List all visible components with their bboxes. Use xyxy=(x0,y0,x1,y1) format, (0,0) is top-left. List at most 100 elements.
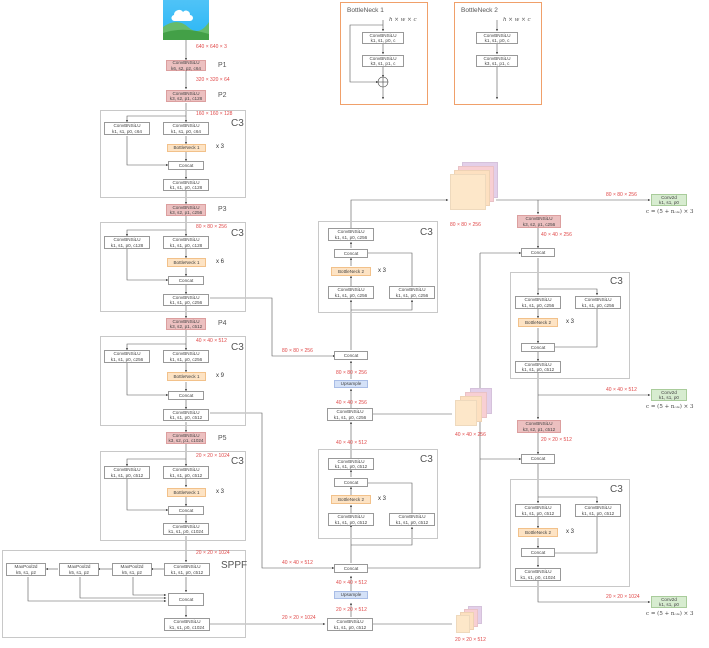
c3-block-3-label: C3 xyxy=(231,342,244,353)
neck-dim-40-256: 40 × 40 × 256 xyxy=(336,400,367,406)
neck-dim-80-256-a: 80 × 80 × 256 xyxy=(336,370,367,376)
head-c3b-bottleneck: BottleNeck 2 xyxy=(518,528,558,537)
c3-4-bottleneck: BottleNeck 1 xyxy=(167,488,206,497)
c3-1-concat: Concat xyxy=(168,161,204,170)
neck-upsample-1: Upsample xyxy=(334,591,368,599)
c3-block-1-label: C3 xyxy=(231,118,244,129)
neck-c3b-repeat: x 3 xyxy=(378,496,387,502)
out80-dim: 80 × 80 × 256 xyxy=(606,192,637,198)
out20-formula: c = (5 + nₒₗₛ) × 3 xyxy=(646,611,694,617)
head-concat-1: Concat xyxy=(521,248,555,257)
p4-label: P4 xyxy=(218,320,227,327)
neck-dim-40-512-b: 40 × 40 × 512 xyxy=(282,560,313,566)
head-c3-bottom-label: C3 xyxy=(610,484,623,495)
c3-block-4-label: C3 xyxy=(231,456,244,467)
head-c3t-bottleneck: BottleNeck 2 xyxy=(518,318,558,327)
neck-c3-bottom xyxy=(318,449,438,539)
out40-dim: 40 × 40 × 512 xyxy=(606,387,637,393)
bottleneck-1-dims: h × w × c xyxy=(389,17,417,23)
p1-label: P1 xyxy=(218,62,227,69)
p4-out-dim: 40 × 40 × 512 xyxy=(196,338,227,344)
feature-map-40 xyxy=(452,388,492,428)
feature-map-20 xyxy=(452,606,486,636)
sppf-block-label: SPPF xyxy=(221,560,248,571)
c3-1-repeat: x 3 xyxy=(216,144,225,150)
head-c3-bottom xyxy=(510,479,630,587)
head-c3-top-label: C3 xyxy=(610,276,623,287)
c3-block-2 xyxy=(100,222,246,312)
c3-3-repeat: x 9 xyxy=(216,373,225,379)
neck-c3t-bottleneck: BottleNeck 2 xyxy=(331,267,371,276)
sppf-concat: Concat xyxy=(168,593,204,606)
neck-c3b-concat: Concat xyxy=(334,478,368,487)
c3-2-bottleneck: BottleNeck 1 xyxy=(167,258,206,267)
neck-c3-bottom-label: C3 xyxy=(420,454,433,465)
c3-3-concat: Concat xyxy=(168,391,204,400)
neck-dim-20-512: 20 × 20 × 512 xyxy=(336,607,367,613)
feature-20-dim: 20 × 20 × 512 xyxy=(455,637,486,643)
c3-3-bottleneck: BottleNeck 1 xyxy=(167,372,206,381)
head-c3b-repeat: x 3 xyxy=(566,529,575,535)
neck-concat-1: Concat xyxy=(334,564,368,573)
bottleneck-2-title: BottleNeck 2 xyxy=(461,7,498,14)
p2-label: P2 xyxy=(218,92,227,99)
neck-dim-20-1024: 20 × 20 × 1024 xyxy=(282,615,316,621)
p2-out-dim: 160 × 160 × 128 xyxy=(196,111,233,117)
c3-4-concat: Concat xyxy=(168,506,204,515)
c3-2-repeat: x 6 xyxy=(216,259,225,265)
feature-map-80 xyxy=(448,162,500,218)
c3-block-4 xyxy=(100,451,246,541)
p5-label: P5 xyxy=(218,435,227,442)
neck-dim-80-256-b: 80 × 80 × 256 xyxy=(282,348,313,354)
c3-1-bottleneck: BottleNeck 1 xyxy=(167,144,206,152)
feature-80-dim: 80 × 80 × 256 xyxy=(450,222,481,228)
c3-block-2-label: C3 xyxy=(231,228,244,239)
head-c3t-repeat: x 3 xyxy=(566,319,575,325)
bottleneck-1-definition: BottleNeck 1 h × w × c xyxy=(340,2,428,105)
p5-out-dim: 20 × 20 × 1024 xyxy=(196,453,230,459)
head-dim-20-512: 20 × 20 × 512 xyxy=(541,437,572,443)
neck-c3t-repeat: x 3 xyxy=(378,268,387,274)
head-concat-2: Concat xyxy=(521,454,555,464)
bottleneck-2-dims: h × w × c xyxy=(503,17,531,23)
out80-formula: c = (5 + nₒₗₛ) × 3 xyxy=(646,209,694,215)
neck-dim-40-512-a: 40 × 40 × 512 xyxy=(336,580,367,586)
sppf-block xyxy=(2,550,246,638)
p3-out-dim: 80 × 80 × 256 xyxy=(196,224,227,230)
c3-block-1 xyxy=(100,110,246,198)
